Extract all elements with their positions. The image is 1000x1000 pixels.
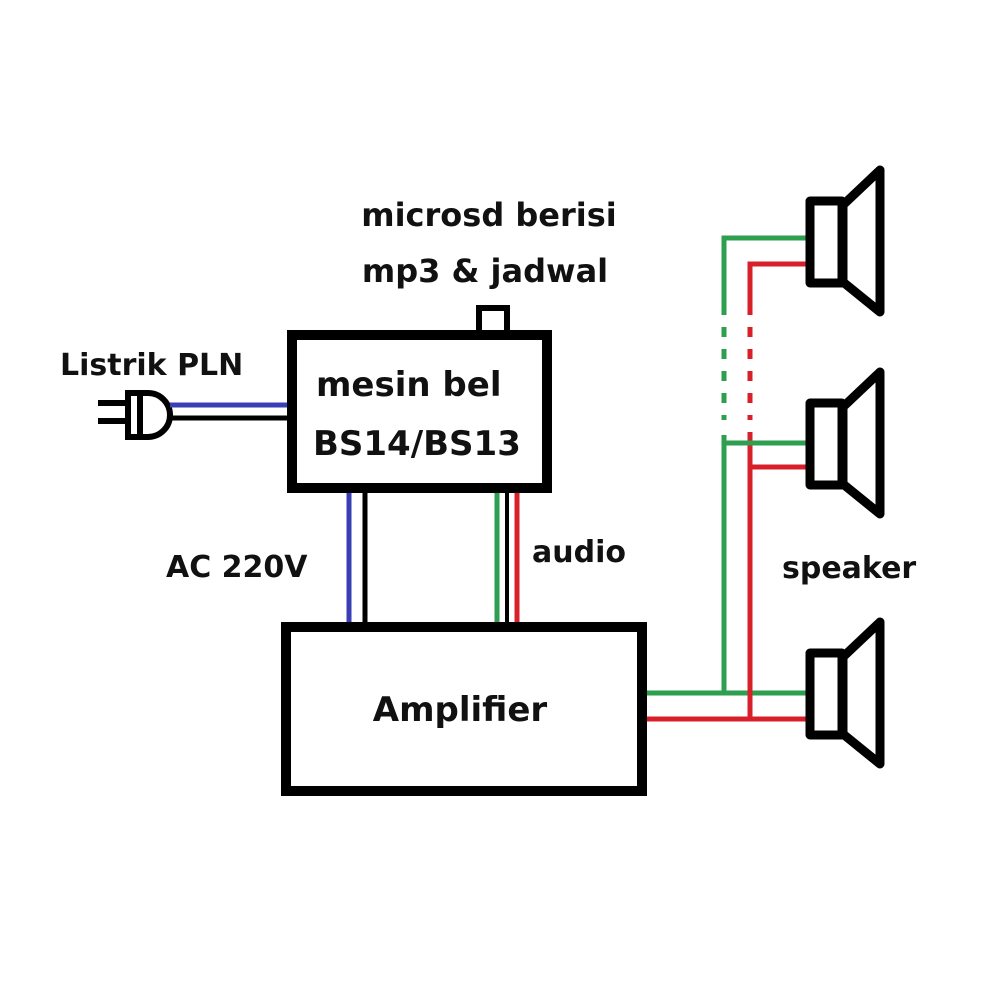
ac-voltage-label: AC 220V <box>166 550 308 585</box>
microsd-label-line1: microsd berisi <box>361 196 617 234</box>
bell-machine-label-line2: BS14/BS13 <box>313 424 521 464</box>
amplifier-box <box>281 622 647 796</box>
amplifier-label: Amplifier <box>373 690 548 730</box>
power-source-label: Listrik PLN <box>60 348 243 383</box>
speaker-icon <box>805 617 885 769</box>
bell-machine-box <box>287 330 552 493</box>
microsd-label-line2: mp3 & jadwal <box>362 252 608 290</box>
audio-label: audio <box>532 535 626 570</box>
speaker-icon <box>805 367 885 519</box>
speaker-icon <box>805 165 885 317</box>
red-tap-top <box>747 261 806 305</box>
speaker-label: speaker <box>782 551 916 586</box>
bell-machine-label-line1: mesin bel <box>316 365 501 405</box>
speaker-wiring <box>647 235 806 722</box>
green-tap-top <box>721 235 806 305</box>
power-plug-icon <box>98 390 173 440</box>
